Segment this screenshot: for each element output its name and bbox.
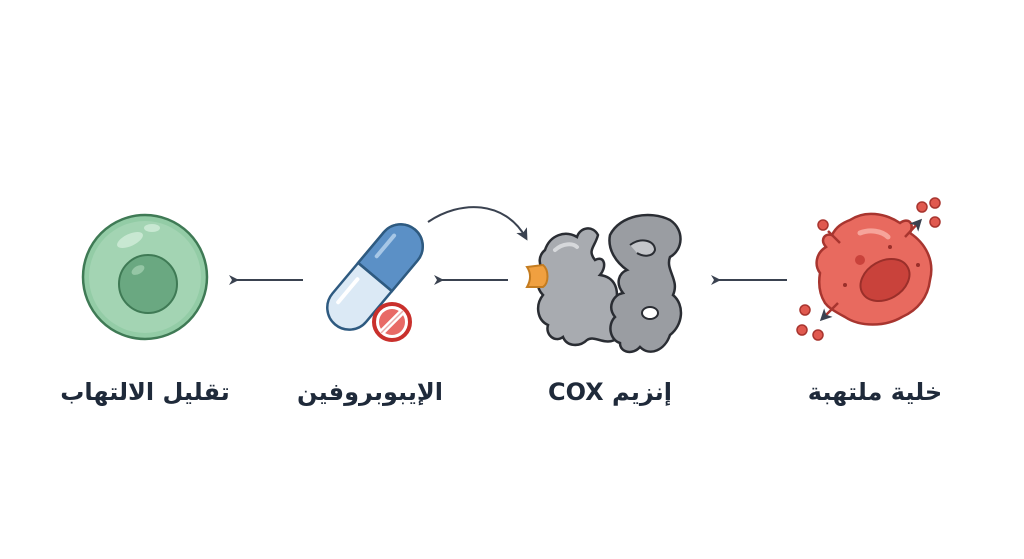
inflamed-cell-icon (796, 197, 941, 341)
arrow-cox-to-ibuprofen (434, 275, 508, 285)
arrow-ibuprofen-to-cox-curved (427, 206, 528, 241)
cox-enzyme-icon (525, 213, 683, 354)
prohibition-icon (372, 302, 412, 342)
ibuprofen-pill-icon (326, 223, 424, 342)
inflamed-cell-node (790, 185, 950, 345)
cox-enzyme-label: إنزيم COX (547, 378, 673, 406)
arrow-inflamed-to-cox (711, 275, 787, 285)
cox-enzyme-node (515, 195, 695, 365)
healthy-cell-icon (81, 213, 209, 341)
ibuprofen-label: الإيبوبروفين (297, 378, 443, 406)
ibuprofen-node (315, 215, 435, 345)
arrow-ibuprofen-to-reduced (229, 275, 303, 285)
inflamed-cell-label: خلية ملتهبة (807, 378, 943, 406)
reduced-inflammation-node (80, 212, 210, 342)
reduced-inflammation-label: تقليل الالتهاب (60, 378, 230, 406)
